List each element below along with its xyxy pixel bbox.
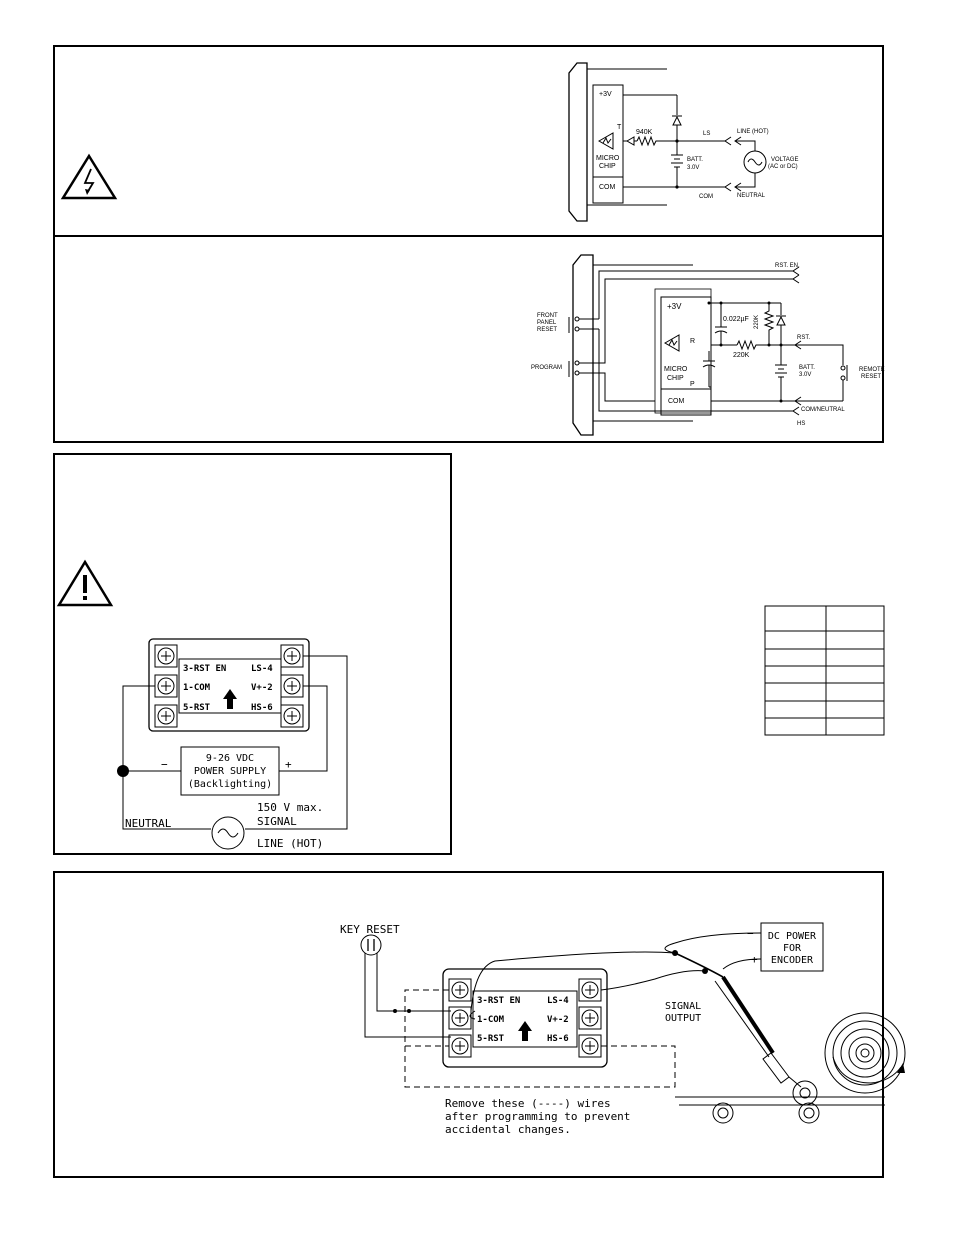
diagram-input-circuit: +3V MICRO CHIP COM T 940K BATT. 3.0V (568, 62, 798, 222)
rst-label: RST. (797, 335, 810, 341)
res-h-label: 220K (733, 352, 750, 359)
dc-power-label-1: DC POWER (768, 931, 817, 942)
batt-label-1: BATT. (799, 365, 815, 371)
terminal-right-bottom (578, 1034, 602, 1058)
reel-icon (824, 1012, 906, 1094)
batt-label-2: 3.0V (799, 372, 811, 378)
warning-caution-icon (56, 559, 114, 607)
note-line-1: Remove these (----) wires (445, 1097, 611, 1110)
panel-signal-input: +3V MICRO CHIP COM T 940K BATT. 3.0V (53, 45, 884, 237)
hs-label: HS (797, 421, 805, 427)
terminal-label-ls: LS-4 (547, 996, 569, 1006)
res-v-label: 220K (754, 315, 760, 329)
panel-application: KEY RESET (53, 871, 906, 1178)
terminal-label-rst-en: 3-RST EN (477, 996, 520, 1006)
terminal-left-mid (154, 674, 178, 698)
signal-label-3: LINE (HOT) (257, 837, 323, 850)
chip-bottom-label: COM (668, 398, 685, 405)
chip-name-1: MICRO (664, 366, 688, 373)
terminal-right-mid (280, 674, 304, 698)
empty-table (764, 605, 885, 736)
pin-p-label: P (690, 381, 695, 388)
terminal-right-bottom (280, 704, 304, 728)
terminal-label-v: V+-2 (547, 1015, 569, 1025)
chip-name-2: CHIP (667, 375, 684, 382)
warning-shock-icon (60, 153, 118, 200)
com-neutral-label: COM/NEUTRAL (801, 407, 845, 413)
encoder-icon (762, 1052, 818, 1106)
cap-label: 0.022µF (723, 316, 749, 323)
note-line-2: after programming to prevent (445, 1110, 630, 1123)
batt-label-2: 3.0V (687, 165, 699, 171)
chip-top-label: +3V (599, 91, 612, 98)
terminal-left-mid (448, 1006, 472, 1030)
terminal-left-top (154, 644, 178, 668)
batt-label-1: BATT. (687, 157, 703, 163)
roller-right-icon (798, 1102, 820, 1124)
psu-plus: + (285, 758, 292, 771)
panel-wiring: 3-RST EN LS-4 1-COM V+-2 5-RST HS-6 9-26… (53, 453, 452, 855)
voltage-label-2: (AC or DC) (768, 164, 798, 170)
terminal-right-top (280, 644, 304, 668)
voltage-label-1: VOLTAGE (771, 157, 798, 163)
dc-power-label-3: ENCODER (771, 955, 814, 966)
line-hot-label: LINE (HOT) (737, 129, 769, 135)
psu-label-3: (Backlighting) (188, 779, 272, 790)
pin-r-label: R (690, 338, 695, 345)
up-arrow-icon (518, 1021, 532, 1041)
note-line-3: accidental changes. (445, 1123, 571, 1136)
terminal-label-hs: HS-6 (547, 1034, 569, 1044)
terminal-label-rst: 5-RST (183, 703, 211, 713)
chip-name-2: CHIP (599, 163, 616, 170)
signal-output-label-1: SIGNAL (665, 1001, 701, 1012)
neutral-label: NEUTRAL (737, 193, 766, 199)
terminal-right-top (578, 978, 602, 1002)
psu-minus: − (161, 758, 168, 771)
up-arrow-icon (223, 689, 237, 709)
terminal-label-com: 1-COM (183, 683, 211, 693)
terminal-label-ls: LS-4 (251, 664, 273, 674)
terminal-label-rst: 5-RST (477, 1034, 505, 1044)
front-label-2: PANEL (537, 320, 557, 326)
psu-label-2: POWER SUPPLY (194, 766, 266, 777)
remote-label-2: RESET (861, 374, 881, 380)
terminal-left-bottom (154, 704, 178, 728)
key-reset-label: KEY RESET (340, 923, 400, 936)
com-label: COM (699, 194, 713, 200)
chip-name-1: MICRO (596, 155, 620, 162)
resistor-label: 940K (636, 129, 653, 136)
ls-label: LS (703, 131, 710, 137)
terminal-label-com: 1-COM (477, 1015, 505, 1025)
terminal-label-rst-en: 3-RST EN (183, 664, 226, 674)
diagram-reset-circuit: FRONT PANEL RESET PROGRAM +3V R MICRO CH… (531, 254, 885, 436)
psu-label-1: 9-26 VDC (206, 753, 254, 764)
key-reset-icon (360, 934, 382, 956)
chip-bottom-label: COM (599, 184, 616, 191)
roller-left-icon (712, 1102, 734, 1124)
program-label: PROGRAM (531, 365, 562, 371)
signal-label-2: SIGNAL (257, 815, 297, 828)
terminal-left-bottom (448, 1034, 472, 1058)
terminal-label-hs: HS-6 (251, 703, 273, 713)
signal-label-1: 150 V max. (257, 801, 323, 814)
diagram-wiring-terminals: 3-RST EN LS-4 1-COM V+-2 5-RST HS-6 9-26… (117, 638, 348, 850)
panel-reset-input: FRONT PANEL RESET PROGRAM +3V R MICRO CH… (53, 235, 885, 443)
front-label-3: RESET (537, 327, 557, 333)
dc-power-label-2: FOR (783, 943, 802, 954)
signal-output-label-2: OUTPUT (665, 1013, 701, 1024)
terminal-right-mid (578, 1006, 602, 1030)
front-label-1: FRONT (537, 313, 558, 319)
terminal-label-v: V+-2 (251, 683, 273, 693)
remote-label-1: REMOTE (859, 367, 885, 373)
terminal-left-top (448, 978, 472, 1002)
rst-en-label: RST. EN. (775, 263, 800, 269)
pin-t-label: T (617, 124, 622, 131)
diagram-encoder-application: KEY RESET (340, 922, 906, 1136)
chip-top-label: +3V (667, 302, 682, 311)
neutral-label: NEUTRAL (125, 817, 172, 830)
